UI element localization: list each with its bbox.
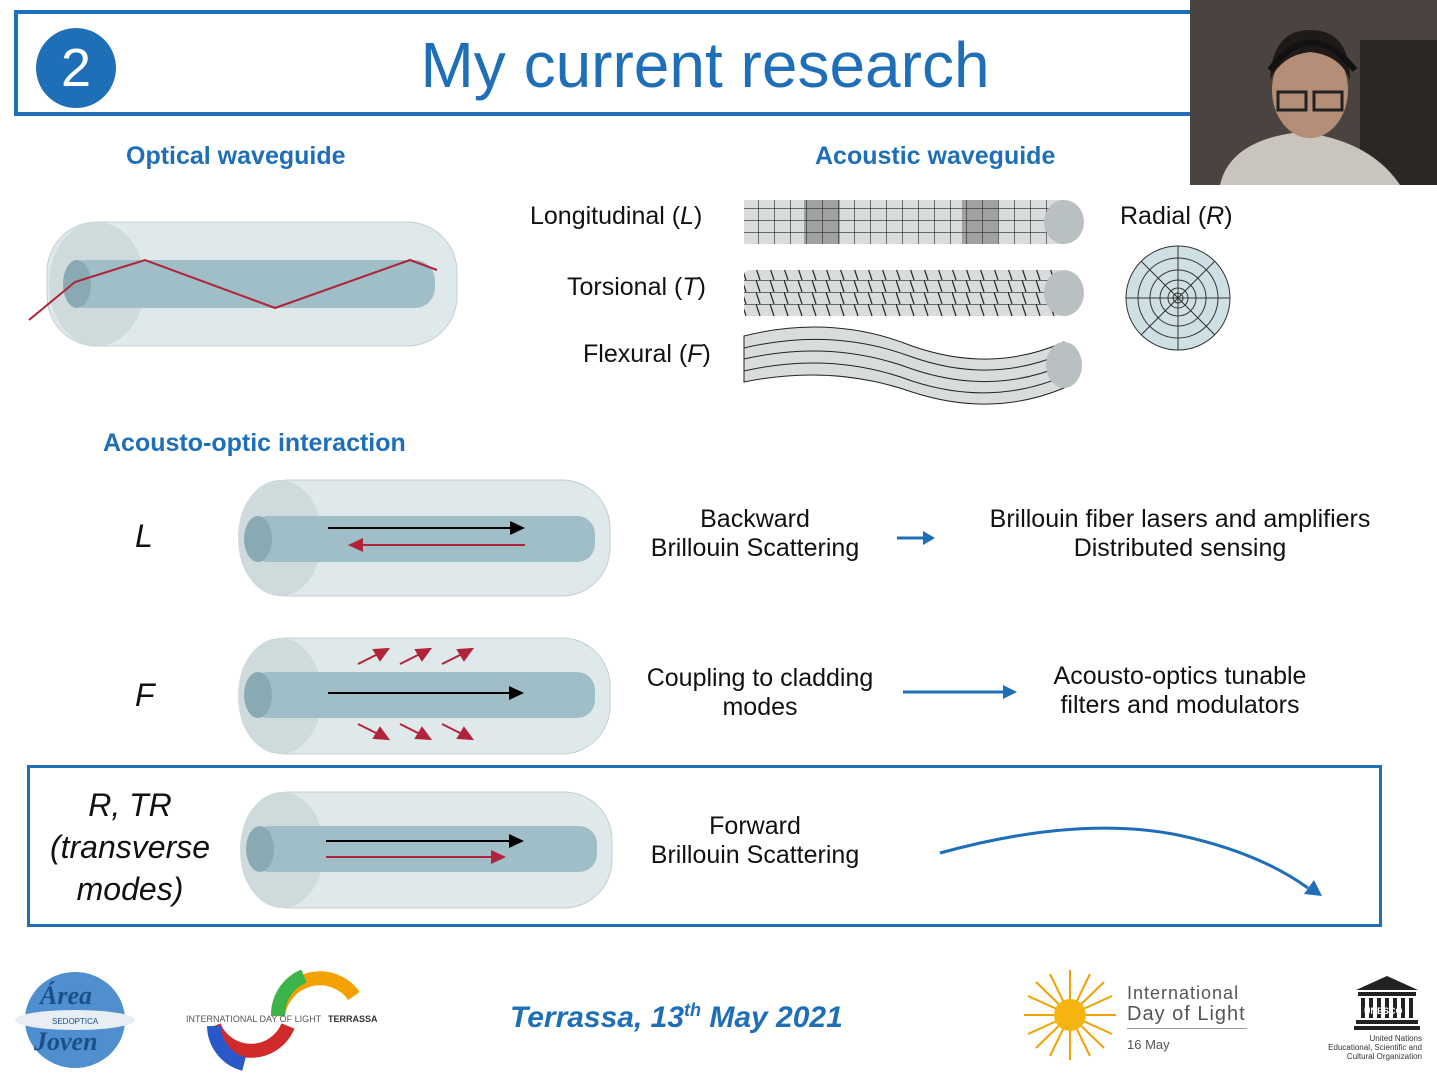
longitudinal-label: Longitudinal (L) [530, 202, 703, 230]
idl-line2: Day of Light [1127, 1003, 1246, 1025]
idl-line1: International [1127, 983, 1240, 1003]
curved-arrow-icon [939, 826, 1322, 896]
interaction-label-f: F [135, 677, 155, 713]
fiber-l-diagram [238, 479, 611, 597]
radial-mode-disc [1125, 245, 1231, 351]
logo-joven-text: Joven [33, 1027, 98, 1056]
footer-date: Terrassa, 13th May 2021 [510, 1000, 843, 1034]
unesco-text: UNESCO [1364, 1006, 1403, 1016]
logo-sedoptica-text: SEDOPTICA [52, 1017, 99, 1026]
person-silhouette-icon [1190, 0, 1437, 185]
acoustic-modes-diagram [743, 200, 1084, 405]
optical-waveguide-diagram [28, 221, 458, 347]
area-joven-logo: Área SEDOPTICA Joven [15, 972, 135, 1068]
torsional-label: Torsional (T) [567, 273, 706, 301]
acoustic-waveguide-heading: Acoustic waveguide [815, 142, 1056, 170]
unesco-caption: United Nations Educational, Scientific a… [1328, 1034, 1422, 1061]
interaction-label-l: L [135, 518, 153, 554]
logo-area-text: Área [38, 981, 92, 1010]
arrow-right-icon [897, 531, 935, 545]
forward-brillouin-box [27, 765, 1382, 927]
idl-terrassa-logo: INTERNATIONAL DAY OF LIGHT TERRASSA [186, 969, 378, 1071]
interaction-label-transverse: R, TR (transverse modes) [49, 787, 211, 907]
long-arrow-right-icon [903, 685, 1017, 699]
idl-terrassa-text: TERRASSA [328, 1014, 378, 1024]
acousto-optic-heading: Acousto-optic interaction [103, 429, 406, 457]
fiber-transverse-diagram [240, 791, 613, 909]
flexural-label: Flexural (F) [583, 340, 711, 368]
fiber-f-diagram [238, 637, 611, 755]
sun-icon [1024, 970, 1116, 1060]
radial-label: Radial (R) [1120, 202, 1233, 230]
webcam-video [1190, 0, 1437, 185]
slide-number-badge: 2 [36, 28, 116, 108]
unesco-temple-icon: UNESCO [1354, 976, 1420, 1030]
idl-divider [1127, 1028, 1247, 1029]
optical-waveguide-heading: Optical waveguide [126, 142, 346, 170]
idl-small-text: INTERNATIONAL DAY OF LIGHT [186, 1014, 322, 1024]
slide-title: My current research [420, 29, 990, 101]
idl-line3: 16 May [1127, 1037, 1170, 1052]
